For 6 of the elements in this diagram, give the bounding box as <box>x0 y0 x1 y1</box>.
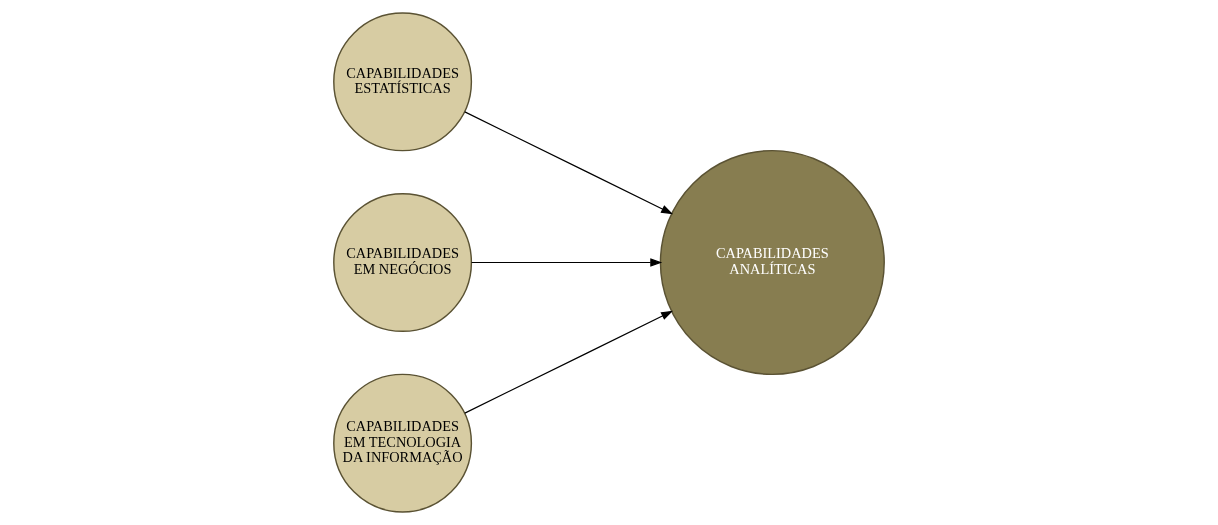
node-circle: CAPABILIDADES EM TECNOLOGIA DA INFORMAÇÃO <box>333 373 473 513</box>
arrow <box>464 111 674 215</box>
arrow <box>464 310 674 414</box>
node-circle: CAPABILIDADES EM NEGÓCIOS <box>333 193 473 333</box>
arrow <box>471 258 663 267</box>
node-circle: CAPABILIDADES ESTATÍSTICAS <box>333 12 473 152</box>
